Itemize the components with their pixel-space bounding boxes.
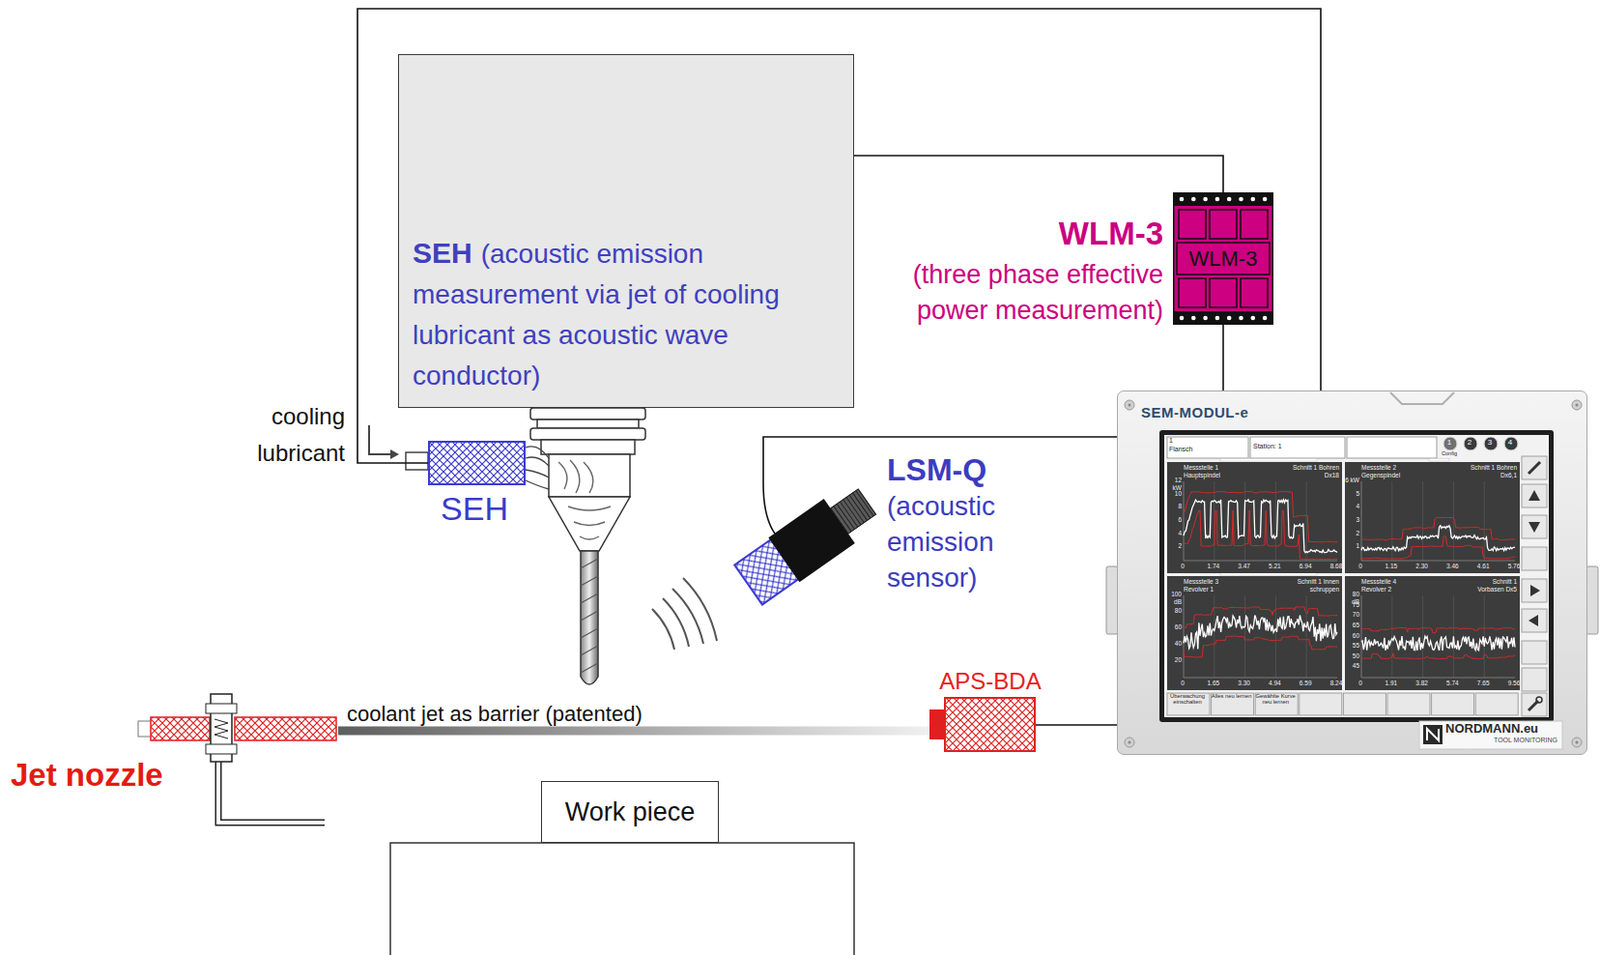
jet-nozzle-symbol <box>135 687 339 827</box>
sensor-name: LSM-Q <box>886 451 1047 488</box>
spindle <box>530 407 646 685</box>
sensor-caption: LSM-Q(acoustic emission sensor) <box>886 451 1047 596</box>
acoustic-sensor-symbol <box>743 483 875 604</box>
annotation-wrap: cooling lubricant <box>219 398 345 472</box>
signal-cable <box>1222 324 1225 391</box>
sensor-description: (acoustic emission sensor) <box>886 487 1047 596</box>
monitor-brand: SEM-MODUL-e <box>1141 403 1249 422</box>
sensor-caption: SEH <box>397 488 552 528</box>
module-caption: WLM-3(three phase effective power measur… <box>844 214 1164 329</box>
coolant-spray <box>525 446 549 489</box>
monitor-unit: SEM-MODUL-e <box>1116 390 1588 755</box>
monitor-screen <box>1117 391 1589 756</box>
power-cable <box>854 155 1224 193</box>
seh-sensor-symbol <box>428 440 526 486</box>
module-heading: WLM-3 <box>844 214 1164 254</box>
nozzle-name: Jet nozzle <box>10 755 204 795</box>
connector-label-wrap: coolant jet as barrier (patented) <box>344 701 645 726</box>
sensor-caption: APS-BDA <box>910 667 1071 695</box>
acoustic-sensor: LSM-Q(acoustic emission sensor) <box>743 483 875 604</box>
caption-block: SEH(acoustic emission measurement via je… <box>412 234 830 399</box>
annotation: cooling lubricant <box>219 398 345 472</box>
spindle-housing: SEH(acoustic emission measurement via je… <box>398 54 855 408</box>
seh-sensor: SEH <box>428 440 526 486</box>
workpiece-box: Work piece <box>541 780 719 843</box>
sensor-name: SEH <box>412 236 473 269</box>
barrier-sensor: APS-BDA <box>929 696 1036 752</box>
connector-label: coolant jet as barrier (patented) <box>344 701 645 726</box>
sensor-name: APS-BDA <box>910 667 1071 695</box>
acoustic-waves <box>558 459 717 650</box>
power-module: WLM-3WLM-3(three phase effective power m… <box>1172 192 1274 325</box>
jet-nozzle: Jet nozzle <box>135 687 339 827</box>
module-label: WLM-3 <box>1189 246 1258 272</box>
module-description: (three phase effective power measurement… <box>844 257 1164 329</box>
coolant-jet <box>338 726 930 736</box>
barrier-sensor-symbol <box>929 696 1036 752</box>
machine-table <box>390 842 855 955</box>
nozzle-caption: Jet nozzle <box>10 755 204 795</box>
workpiece-label: Work piece <box>565 796 696 828</box>
signal-cable <box>1035 723 1117 726</box>
sensor-name: SEH <box>397 488 552 528</box>
